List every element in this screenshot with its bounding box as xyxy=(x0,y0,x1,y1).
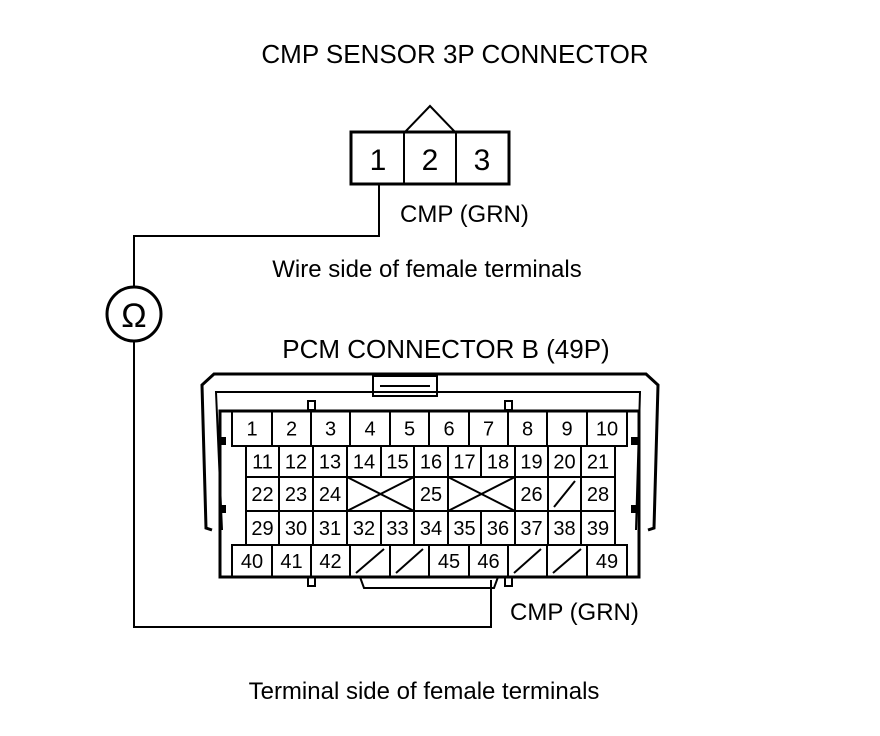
pcm-pin-6: 6 xyxy=(443,419,454,441)
pcm-pin-15: 15 xyxy=(386,452,408,474)
pcm-lower-lip xyxy=(359,576,499,589)
pcm-pin-14: 14 xyxy=(353,452,375,474)
pcm-wire-label: CMP (GRN) xyxy=(510,599,639,626)
pcm-pin-29: 29 xyxy=(251,518,273,540)
pcm-pin-21: 21 xyxy=(587,452,609,474)
pcm-pin-10: 10 xyxy=(596,419,618,441)
pcm-pin-38: 38 xyxy=(553,518,575,540)
pcm-pin-17: 17 xyxy=(453,452,475,474)
cmp-connector-body xyxy=(349,130,511,186)
unused-cavity-mark xyxy=(355,548,385,574)
pcm-pin-49: 49 xyxy=(596,551,618,573)
pcm-pin-23: 23 xyxy=(285,484,307,506)
pcm-pin-31: 31 xyxy=(319,518,341,540)
pcm-pin-19: 19 xyxy=(520,452,542,474)
pcm-pin-37: 37 xyxy=(520,518,542,540)
cmp-pin-3: 3 xyxy=(474,144,491,177)
unused-cavity-mark xyxy=(395,548,424,574)
pcm-pin-4: 4 xyxy=(364,419,375,441)
pcm-pin-7: 7 xyxy=(483,419,494,441)
pcm-key-tab xyxy=(372,375,438,397)
pcm-pin-5: 5 xyxy=(404,419,415,441)
pcm-pin-9: 9 xyxy=(561,419,572,441)
pcm-pin-39: 39 xyxy=(587,518,609,540)
pcm-pin-20: 20 xyxy=(553,452,575,474)
pcm-view-caption: Terminal side of female terminals xyxy=(249,678,600,705)
test-wire xyxy=(133,184,492,628)
cmp-3p-connector xyxy=(349,104,511,186)
cmp-pin-1: 1 xyxy=(370,144,387,177)
pcm-lock-nubs xyxy=(219,437,638,513)
blank-cavity-mark xyxy=(447,476,516,512)
ohm-symbol: Ω xyxy=(121,297,146,335)
ohmmeter-icon: Ω xyxy=(105,285,163,343)
pcm-pin-42: 42 xyxy=(319,551,341,573)
cmp-pin-2: 2 xyxy=(422,144,439,177)
pcm-pin-32: 32 xyxy=(353,518,375,540)
cmp-wire-label: CMP (GRN) xyxy=(400,201,529,228)
pcm-cell xyxy=(586,544,628,578)
pcm-pin-36: 36 xyxy=(487,518,509,540)
pcm-pin-8: 8 xyxy=(522,419,533,441)
unused-cavity-mark xyxy=(513,548,542,574)
pcm-pin-1: 1 xyxy=(246,419,257,441)
pcm-pin-16: 16 xyxy=(420,452,442,474)
pcm-pin-24: 24 xyxy=(319,484,341,506)
pcm-pin-25: 25 xyxy=(420,484,442,506)
cmp-connector-title: CMP SENSOR 3P CONNECTOR xyxy=(261,39,648,69)
pcm-pin-3: 3 xyxy=(325,419,336,441)
pcm-pin-41: 41 xyxy=(280,551,302,573)
pcm-pin-35: 35 xyxy=(453,518,475,540)
unused-cavity-mark xyxy=(553,480,576,508)
cmp-key-tab xyxy=(404,104,456,133)
pcm-pin-2: 2 xyxy=(286,419,297,441)
pcm-pin-12: 12 xyxy=(285,452,307,474)
pcm-pin-22: 22 xyxy=(251,484,273,506)
pcm-pin-28: 28 xyxy=(587,484,609,506)
pcm-pin-11: 11 xyxy=(252,452,273,474)
blank-cavity-mark xyxy=(346,476,415,512)
pcm-pin-46: 46 xyxy=(477,551,499,573)
pcm-connector-title: PCM CONNECTOR B (49P) xyxy=(282,334,609,364)
pcm-pin-34: 34 xyxy=(420,518,442,540)
pcm-pin-13: 13 xyxy=(319,452,341,474)
pcm-pin-26: 26 xyxy=(520,484,542,506)
pcm-pin-30: 30 xyxy=(285,518,307,540)
pcm-pin-40: 40 xyxy=(241,551,263,573)
pcm-pin-18: 18 xyxy=(487,452,509,474)
pcm-pin-45: 45 xyxy=(438,551,460,573)
unused-cavity-mark xyxy=(552,548,582,574)
cmp-view-caption: Wire side of female terminals xyxy=(272,256,581,283)
pcm-pin-33: 33 xyxy=(386,518,408,540)
